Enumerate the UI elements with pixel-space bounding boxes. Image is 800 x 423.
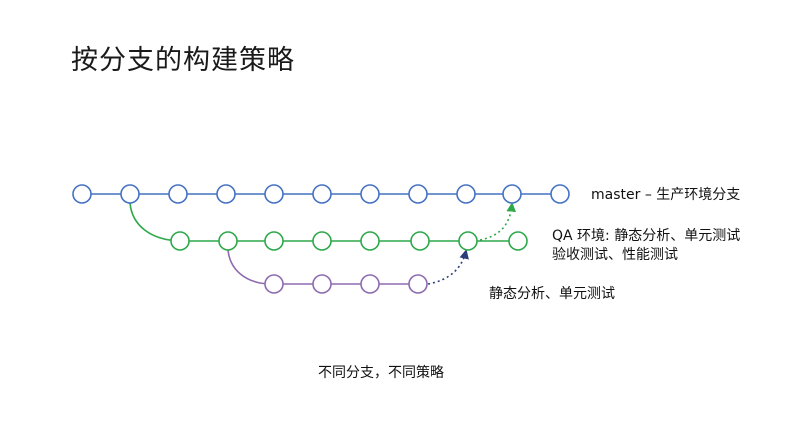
master-commit [168,184,188,204]
feature-commit [408,274,428,294]
qa-branch-label: QA 环境: 静态分析、单元测试 验收测试、性能测试 [552,227,740,265]
feature-branch-fork [227,249,273,285]
slide-caption: 不同分支，不同策略 [318,365,444,381]
feature-commit [312,274,332,294]
master-commit [72,184,92,204]
qa-commit [218,231,238,251]
feature-commit [264,274,284,294]
qa-commit [360,231,380,251]
feature-branch-label: 静态分析、单元测试 [489,286,615,302]
qa-commit [312,231,332,251]
feature-merge-arrow [427,249,469,285]
slide-title: 按分支的构建策略 [71,45,295,76]
master-commit [312,184,332,204]
qa-merge-arrow [479,202,517,241]
master-commit [264,184,284,204]
master-commit [456,184,476,204]
master-commit [550,184,570,204]
feature-commit [360,274,380,294]
qa-commit [170,231,190,251]
qa-label-line-1: QA 环境: 静态分析、单元测试 [552,228,741,244]
qa-label-line-2: 验收测试、性能测试 [552,247,678,263]
qa-commit [508,231,528,251]
qa-commit [264,231,284,251]
master-commit [216,184,236,204]
qa-commit [458,231,478,251]
master-branch-label: master – 生产环境分支 [591,187,741,203]
master-commit [120,184,140,204]
master-commit [360,184,380,204]
master-commit [408,184,428,204]
qa-commit [410,231,430,251]
master-commit [502,184,522,204]
